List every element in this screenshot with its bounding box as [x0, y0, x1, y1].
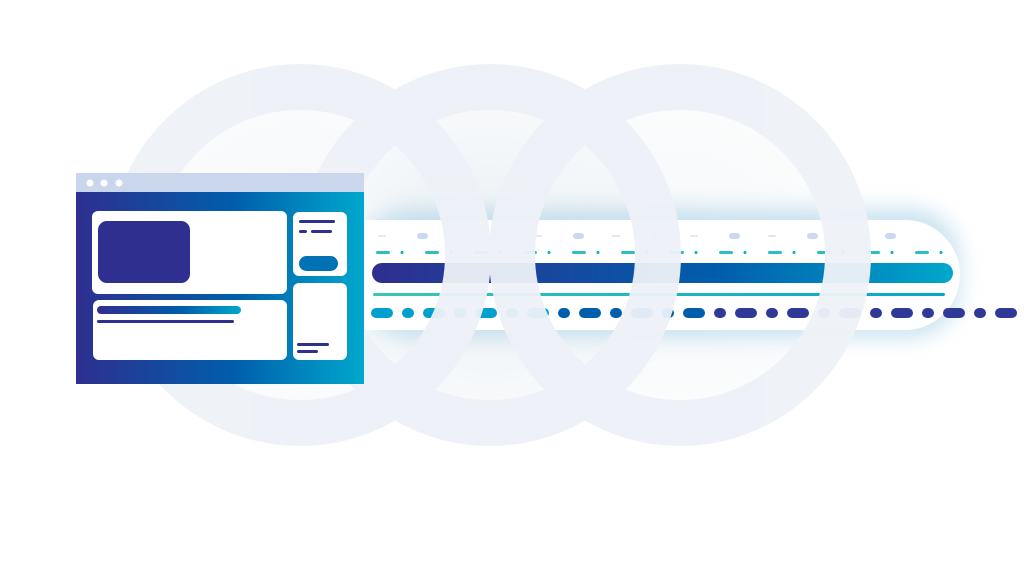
dash — [891, 308, 913, 318]
dash — [915, 251, 929, 254]
browser-window-icon — [76, 173, 364, 384]
dash — [870, 308, 882, 318]
dash — [694, 251, 698, 254]
dash — [596, 251, 600, 254]
dash — [885, 233, 896, 239]
dash — [683, 308, 705, 318]
dash — [922, 308, 934, 318]
button-placeholder — [299, 256, 338, 271]
dash — [729, 233, 740, 239]
image-placeholder — [98, 221, 190, 283]
side-card — [293, 283, 347, 360]
dash — [939, 251, 943, 254]
dash — [573, 233, 584, 239]
ring-icon — [489, 64, 871, 446]
window-dot — [100, 179, 108, 187]
dash — [719, 251, 733, 254]
dash — [743, 251, 747, 254]
text-card — [93, 300, 287, 360]
dash — [943, 308, 965, 318]
dash — [621, 251, 635, 254]
dash — [371, 308, 393, 318]
dash — [995, 308, 1017, 318]
dash — [612, 235, 620, 237]
dash — [807, 233, 818, 239]
dash — [400, 251, 404, 254]
dash — [579, 308, 601, 318]
window-dot — [115, 179, 123, 187]
dash — [378, 235, 386, 237]
title-bar — [76, 173, 364, 193]
dash — [714, 308, 726, 318]
dash — [547, 251, 551, 254]
dash — [735, 308, 757, 318]
dash — [425, 251, 439, 254]
dash — [974, 308, 986, 318]
dash — [768, 235, 776, 237]
dash — [890, 251, 894, 254]
dash — [376, 251, 390, 254]
window-dot — [86, 179, 94, 187]
dash — [768, 251, 782, 254]
dash — [610, 308, 622, 318]
dash — [402, 308, 414, 318]
dash — [787, 308, 809, 318]
dash — [792, 251, 796, 254]
dash — [690, 235, 698, 237]
dash — [417, 233, 428, 239]
dash — [572, 251, 586, 254]
dash — [558, 308, 570, 318]
dash — [766, 308, 778, 318]
